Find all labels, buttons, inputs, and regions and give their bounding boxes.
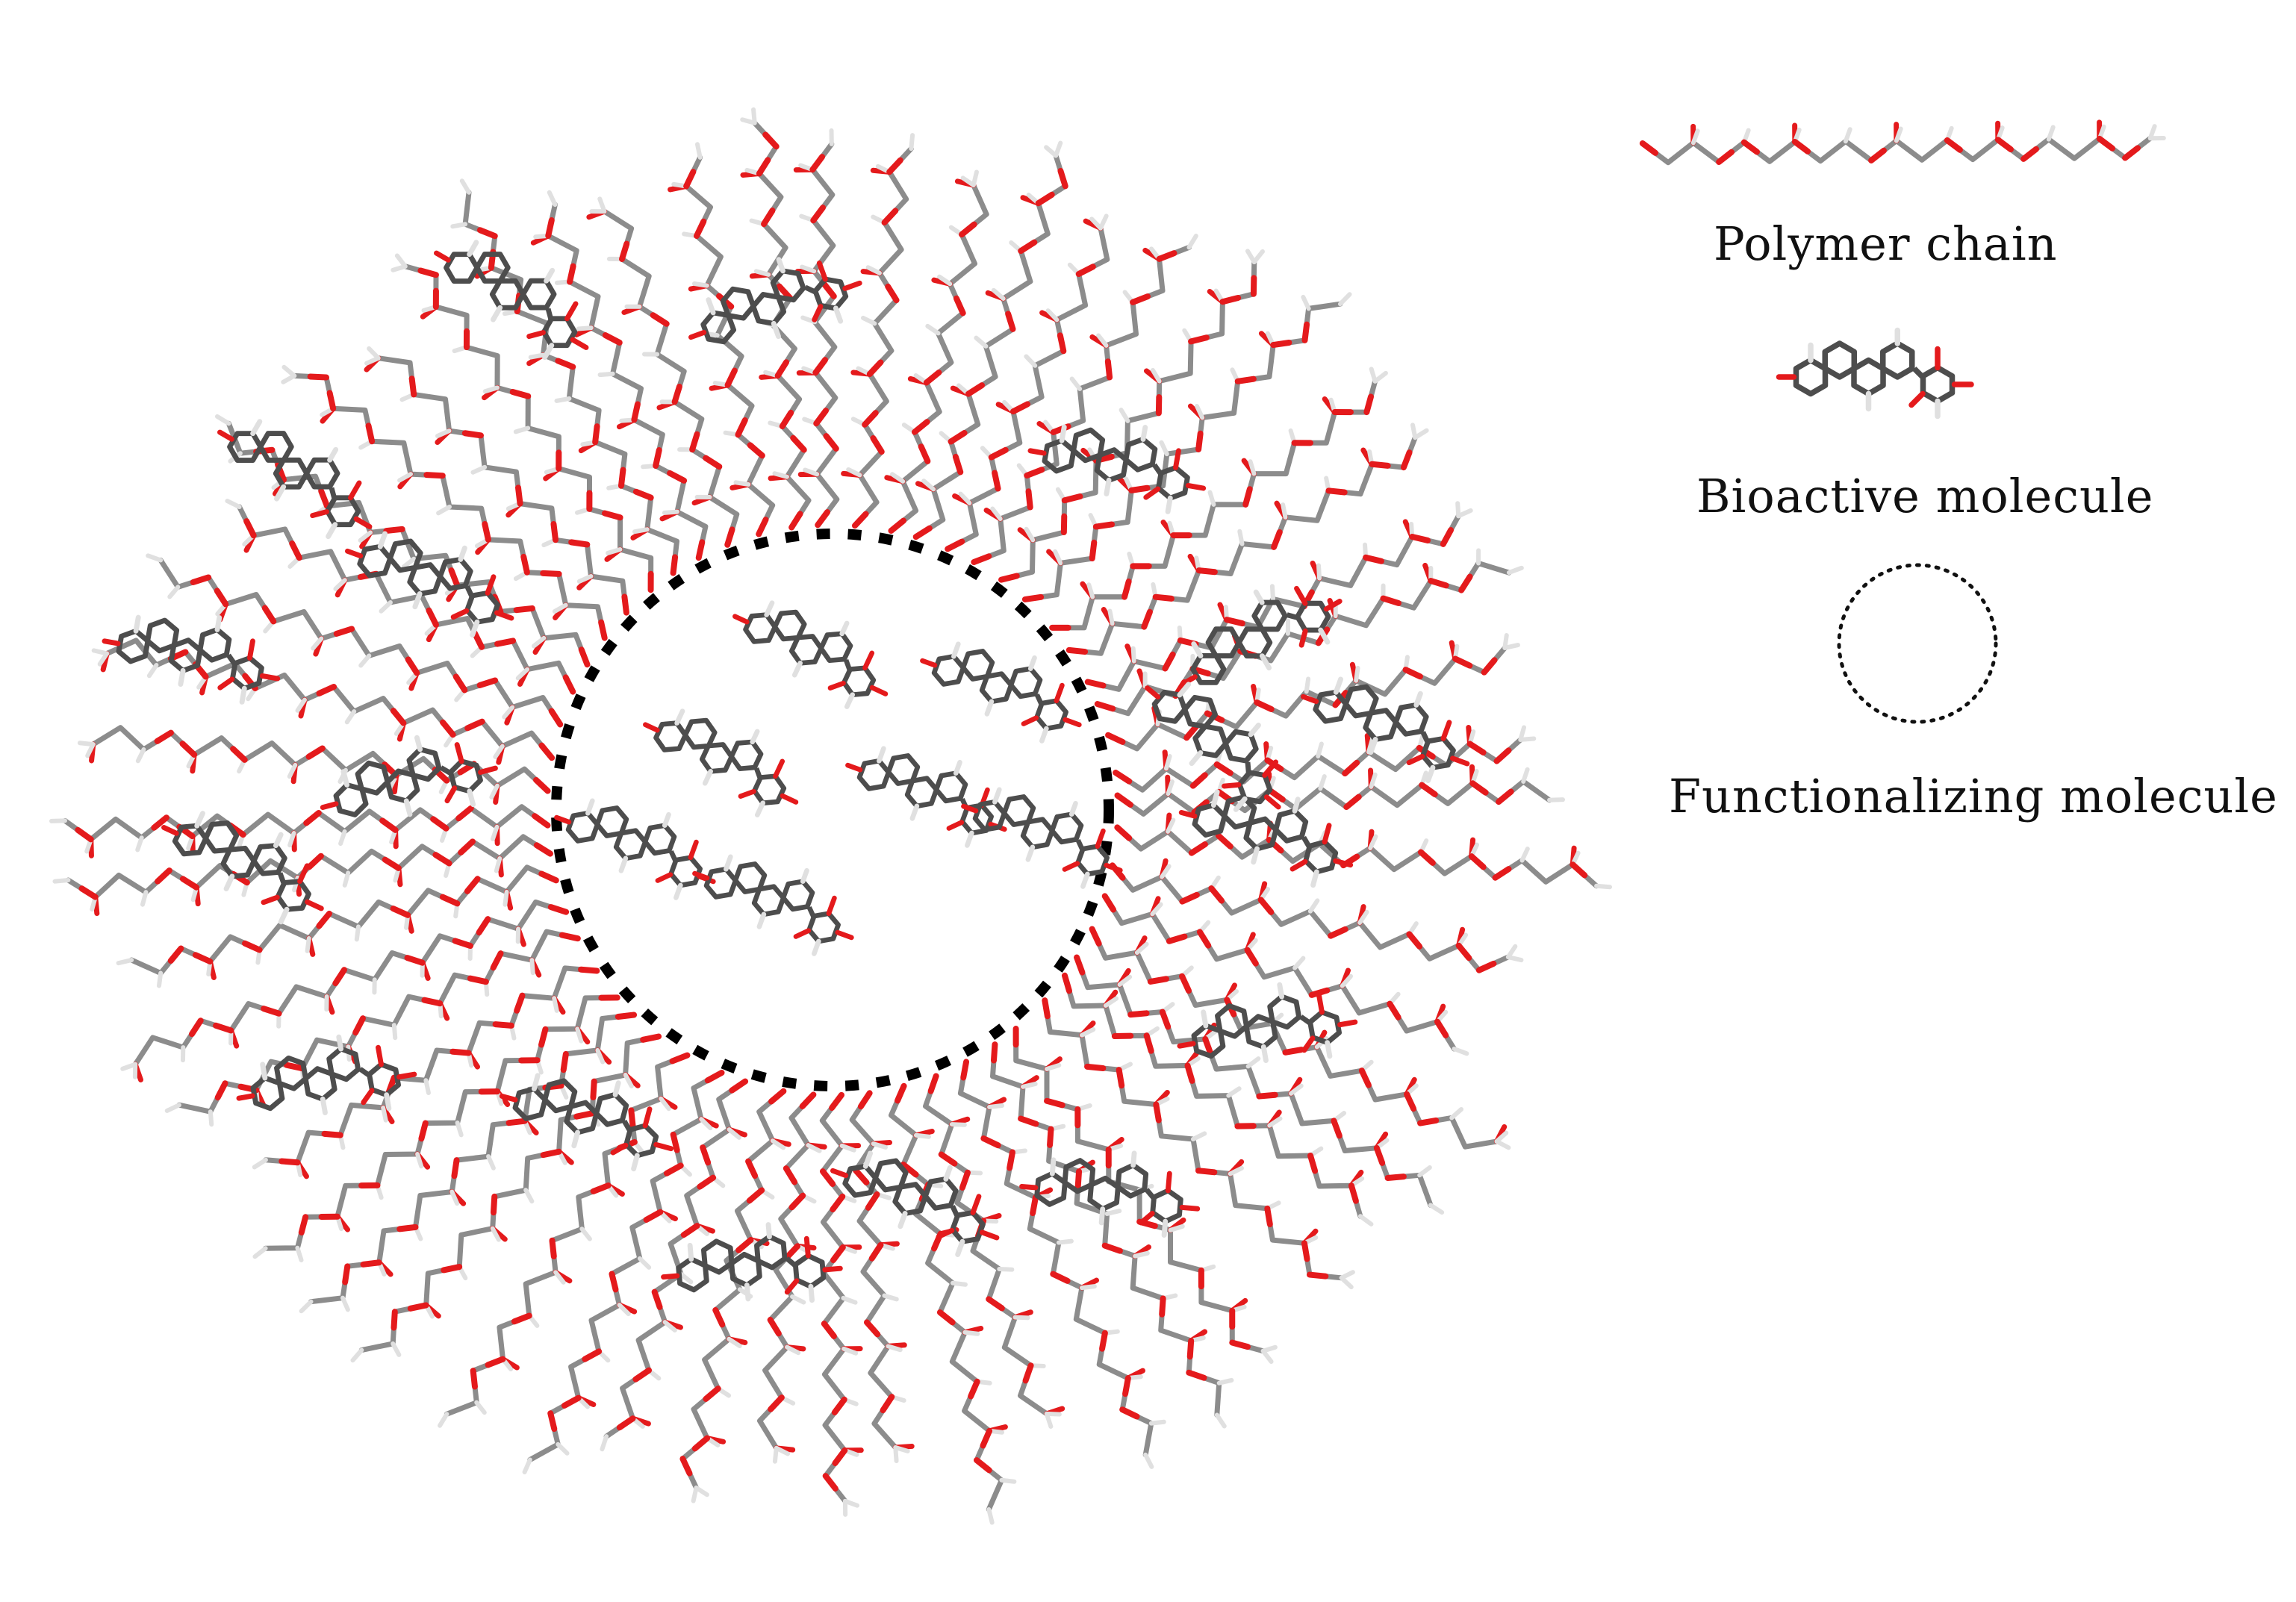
polymer-corona xyxy=(49,107,1613,1525)
polymer-chain xyxy=(668,142,776,537)
polymer-chain xyxy=(350,1033,662,1363)
encapsulated-molecule xyxy=(961,787,1123,889)
surface-molecule xyxy=(102,614,281,705)
polymer-chain xyxy=(757,1091,827,1464)
polymer-chain xyxy=(1084,501,1473,692)
surface-molecule xyxy=(499,1073,674,1172)
polymer-chain xyxy=(1114,764,1566,817)
polymer-chain xyxy=(923,1073,1065,1429)
surface-molecule xyxy=(830,1150,1000,1258)
encapsulated-molecule xyxy=(692,854,854,956)
encapsulated-bioactive-molecules xyxy=(554,600,1123,956)
surface-molecule xyxy=(1301,676,1470,784)
polymer-chain xyxy=(971,234,1198,566)
polymer-chain xyxy=(884,169,989,534)
polymer-chain xyxy=(391,253,654,593)
surface-molecule xyxy=(217,419,373,540)
surface-molecule xyxy=(1177,982,1358,1063)
surface-molecule xyxy=(1019,1150,1201,1238)
polymer-chain xyxy=(990,1041,1234,1429)
legend-bioactive-molecule xyxy=(1776,327,1974,420)
polymer-chain xyxy=(1101,893,1469,1056)
polymer-chain xyxy=(945,214,1110,552)
polymer-chain xyxy=(1105,633,1520,752)
polymer-chain xyxy=(450,178,679,576)
polymer-chain xyxy=(1021,292,1352,602)
surface-molecule xyxy=(320,735,498,817)
surface-molecule xyxy=(345,531,514,638)
polymer-chain xyxy=(522,1069,725,1474)
surface-molecule xyxy=(161,811,324,925)
surface-molecule xyxy=(1145,682,1281,812)
polymer-chain xyxy=(1089,926,1511,1150)
polymer-chain xyxy=(586,196,740,548)
polymer-chain xyxy=(1109,858,1524,973)
legend-polymer-label: Polymer chain xyxy=(1714,216,2058,271)
encapsulated-molecule xyxy=(732,600,889,709)
polymer-chain xyxy=(91,638,556,765)
polymer-chain xyxy=(252,994,620,1263)
polymer-chain xyxy=(120,900,570,1082)
nanoparticle-core xyxy=(551,529,1114,1091)
legend-icons xyxy=(1639,119,2166,724)
polymer-chain-icon xyxy=(1639,119,2166,166)
polymer-chain xyxy=(530,190,709,561)
surface-molecule xyxy=(1027,424,1207,514)
encapsulated-molecule xyxy=(920,641,1082,744)
polymer-chain xyxy=(146,553,564,728)
functionalizing-molecule-icon xyxy=(1837,563,1998,724)
bioactive-molecule-icon xyxy=(1776,327,1974,420)
legend-functionalizing-label: Functionalizing molecule xyxy=(1669,769,2278,823)
surface-molecule xyxy=(433,240,589,361)
polymer-chain xyxy=(849,1090,915,1463)
encapsulated-molecule xyxy=(643,708,799,817)
polymer-chain xyxy=(1065,423,1429,656)
legend-bioactive-label: Bioactive molecule xyxy=(1696,469,2154,523)
polymer-chain xyxy=(225,499,576,695)
surface-molecule xyxy=(1178,789,1354,888)
encapsulated-molecule xyxy=(845,746,1007,848)
polymer-chain xyxy=(1049,367,1388,631)
surface-molecule xyxy=(688,257,862,345)
polymer-chain xyxy=(912,140,1068,540)
polymer-chain xyxy=(819,1091,864,1517)
functionalizing-shell xyxy=(551,529,1114,1091)
legend-polymer-chain xyxy=(1639,119,2166,166)
polymer-chain xyxy=(281,364,608,641)
polymer-chain xyxy=(438,1052,691,1428)
polymer-chain xyxy=(1114,812,1613,890)
polymer-chain xyxy=(116,864,559,988)
polymer-chain xyxy=(364,346,629,616)
surface-bioactive-molecules xyxy=(102,240,1470,1303)
polymer-chain xyxy=(1061,972,1374,1227)
polymer-chain xyxy=(600,1078,749,1452)
polymer-chain xyxy=(1074,954,1445,1215)
surface-molecule xyxy=(661,1222,843,1303)
surface-molecule xyxy=(236,1034,417,1115)
polymer-chain xyxy=(252,965,600,1179)
polymer-chain xyxy=(1042,997,1355,1290)
polymer-chain xyxy=(998,249,1265,583)
polymer-chain xyxy=(299,1012,638,1314)
polymer-chain xyxy=(841,133,915,529)
surface-molecule xyxy=(1180,585,1343,687)
polymer-chain xyxy=(49,804,551,858)
polymer-chain xyxy=(793,128,840,529)
